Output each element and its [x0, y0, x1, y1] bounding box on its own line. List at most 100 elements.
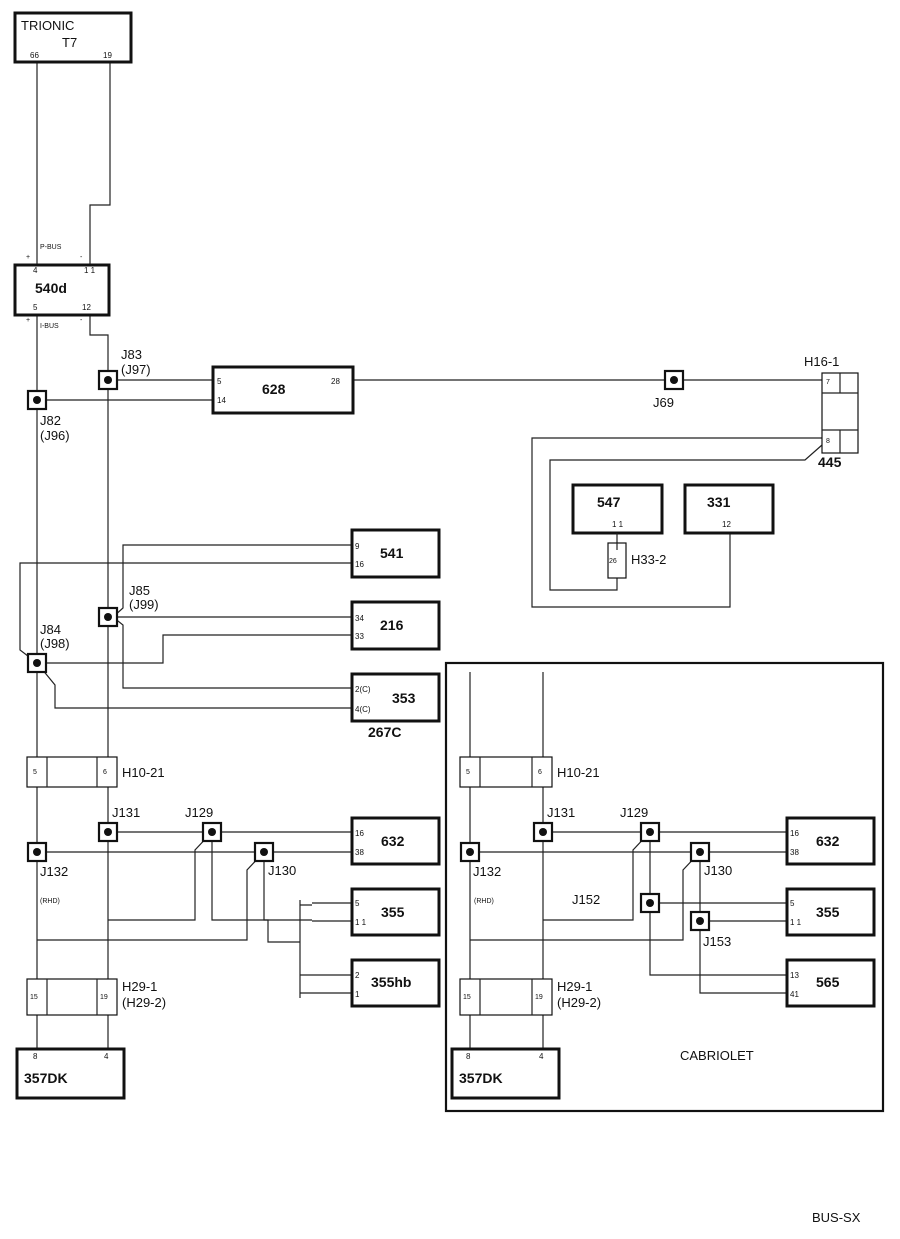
left-junction-j131: J131	[97, 805, 140, 843]
right-357dk-label: 357DK	[459, 1070, 503, 1086]
left-j130-label: J130	[268, 863, 296, 878]
junction-j85: J85 (J99)	[97, 583, 159, 628]
right-632-label: 632	[816, 833, 840, 849]
right-j129-label: J129	[620, 805, 648, 820]
left-355-label: 355	[381, 904, 405, 920]
junction-j69: J69	[653, 369, 685, 410]
left-357dk-pin-b: 4	[104, 1052, 109, 1061]
left-h10-pin-a: 5	[33, 769, 37, 776]
left-632-pin-a: 16	[355, 829, 364, 838]
module-540d-pin-bl: 5	[33, 303, 38, 312]
module-541: 541 9 16	[350, 528, 441, 579]
j82-label: J82	[40, 413, 61, 428]
left-357dk-pin-a: 8	[33, 1052, 38, 1061]
junction-j84: J84 (J98)	[26, 622, 70, 674]
left-rhd-label: (RHD)	[40, 898, 60, 905]
module-353-pin-b: 4(C)	[355, 705, 371, 714]
trionic-label: TRIONIC	[21, 18, 74, 33]
module-628: 628 5 14 28	[211, 365, 355, 415]
left-module-357dk: 357DK 8 4	[15, 1047, 126, 1100]
h33-label: H33-2	[631, 552, 666, 567]
left-j129-label: J129	[185, 805, 213, 820]
module-331: 331 12	[683, 483, 775, 535]
cabriolet-frame	[444, 661, 885, 1113]
right-junction-j129: J129	[620, 805, 661, 843]
right-connector-h10-21: 5 6 H10-21	[459, 756, 600, 788]
right-junction-j132: J132	[459, 841, 501, 879]
right-rhd-label: (RHD)	[474, 898, 494, 905]
module-216-pin-a: 34	[355, 614, 364, 623]
cabriolet-label: CABRIOLET	[680, 1048, 754, 1063]
h33-pin: 26	[609, 558, 617, 565]
j98-label: (J98)	[40, 636, 70, 651]
right-632-pin-b: 38	[790, 848, 799, 857]
module-540d-pin-tr: 1 1	[84, 266, 96, 275]
trionic-pin-a: 66	[30, 51, 39, 60]
left-module-355hb: 355hb 2 1	[350, 958, 441, 1008]
module-541-pin-a: 9	[355, 542, 360, 551]
module-353-label: 353	[392, 690, 416, 706]
left-connector-h29-1: 15 19 H29-1 (H29-2)	[26, 978, 166, 1016]
j99-label: (J99)	[129, 597, 159, 612]
right-355-label: 355	[816, 904, 840, 920]
right-j152-label: J152	[572, 892, 600, 907]
right-565-label: 565	[816, 974, 840, 990]
module-540d-pin-tl: 4	[33, 266, 38, 275]
module-628-pin-5: 5	[217, 377, 222, 386]
right-565-pin-a: 13	[790, 971, 799, 980]
right-module-565: 565 13 41	[785, 958, 876, 1008]
right-j131-label: J131	[547, 805, 575, 820]
junction-j83: J83 (J97)	[97, 347, 151, 391]
module-540d: 540d 4 1 1 5 12 P-BUS I-BUS + - + -	[13, 244, 111, 330]
ibus-plus: +	[26, 317, 30, 324]
ibus-label: I-BUS	[40, 323, 59, 330]
module-547: 547 1 1	[571, 483, 664, 535]
module-540d-label: 540d	[35, 280, 67, 296]
right-355-pin-b: 1 1	[790, 918, 802, 927]
pbus-plus: +	[26, 254, 30, 261]
j69-label: J69	[653, 395, 674, 410]
left-355-pin-a: 5	[355, 899, 360, 908]
module-353: 353 2(C) 4(C) 267C	[350, 672, 441, 740]
module-540d-pin-br: 12	[82, 303, 91, 312]
wires-left-lower	[36, 787, 352, 1049]
trionic-sub-label: T7	[62, 35, 77, 50]
right-h29-label-2: (H29-2)	[557, 995, 601, 1010]
left-j131-label: J131	[112, 805, 140, 820]
right-j132-label: J132	[473, 864, 501, 879]
left-355hb-pin-b: 1	[355, 990, 360, 999]
right-565-pin-b: 41	[790, 990, 799, 999]
right-h10-pin-b: 6	[538, 769, 542, 776]
left-h10-pin-b: 6	[103, 769, 107, 776]
j83-label: J83	[121, 347, 142, 362]
h16-pin-a: 7	[826, 379, 830, 386]
module-628-label: 628	[262, 381, 286, 397]
right-h10-label: H10-21	[557, 765, 600, 780]
j97-label: (J97)	[121, 362, 151, 377]
left-h10-label: H10-21	[122, 765, 165, 780]
left-h29-pin-a: 15	[30, 994, 38, 1001]
connector-h16-1: 7 8 H16-1 445	[804, 354, 859, 470]
wires-upper	[19, 62, 823, 757]
right-h29-pin-a: 15	[463, 994, 471, 1001]
module-541-label: 541	[380, 545, 404, 561]
module-216-label: 216	[380, 617, 404, 633]
right-j153-label: J153	[703, 934, 731, 949]
right-module-355: 355 5 1 1	[785, 887, 876, 937]
j96-label: (J96)	[40, 428, 70, 443]
module-541-pin-b: 16	[355, 560, 364, 569]
module-547-label: 547	[597, 494, 621, 510]
left-junction-j132: J132	[26, 841, 68, 879]
module-353-pin-a: 2(C)	[355, 685, 371, 694]
right-355-pin-a: 5	[790, 899, 795, 908]
left-h29-pin-b: 19	[100, 994, 108, 1001]
module-628-pin-14: 14	[217, 396, 226, 405]
left-355hb-label: 355hb	[371, 974, 411, 990]
module-445-label: 445	[818, 454, 842, 470]
pbus-label: P-BUS	[40, 244, 62, 251]
module-216-pin-b: 33	[355, 632, 364, 641]
pbus-minus: -	[80, 254, 83, 261]
right-h10-pin-a: 5	[466, 769, 470, 776]
